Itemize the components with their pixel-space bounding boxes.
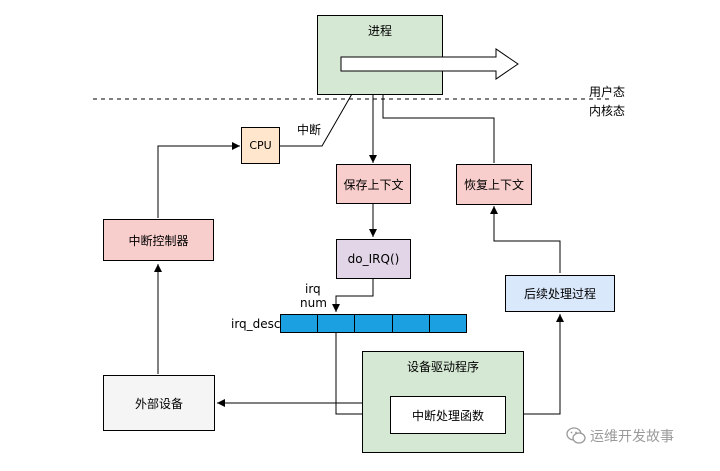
cpu-box: CPU (241, 127, 280, 164)
external-device-label: 外部设备 (134, 396, 183, 411)
interrupt-controller-label: 中断控制器 (128, 233, 189, 248)
arrow-controller-to-cpu (157, 142, 240, 218)
arrow-restore-to-process (379, 76, 495, 163)
device-driver-label: 设备驱动程序 (406, 360, 479, 374)
irq-desc-cell (429, 315, 467, 332)
irq-num-line1: irq (305, 282, 321, 296)
kernel-mode-label: 内核态 (589, 104, 626, 118)
irq-desc-cell (392, 315, 430, 332)
arrow-post-to-restore (490, 206, 561, 273)
wechat-icon (566, 427, 586, 444)
post-processing-label: 后续处理过程 (523, 287, 596, 301)
irq-desc-cell (355, 315, 393, 332)
arrow-doirq-to-irqdesc (332, 279, 374, 312)
process-label: 进程 (367, 24, 392, 38)
user-mode-label: 用户态 (589, 85, 626, 99)
cpu-label: CPU (249, 139, 272, 152)
process-box: 进程 (317, 15, 443, 95)
irq-desc-array (280, 314, 467, 333)
watermark-text: 运维开发故事 (590, 429, 674, 445)
save-context-label: 保存上下文 (343, 177, 404, 192)
external-device-box: 外部设备 (103, 375, 215, 431)
irq-desc-label: irq_desc (231, 317, 281, 331)
irq-desc-cell (318, 315, 356, 332)
handler-label: 中断处理函数 (411, 408, 484, 423)
irq-num-line2: num (300, 296, 327, 310)
save-context-box: 保存上下文 (336, 164, 411, 204)
do-irq-box: do_IRQ() (336, 239, 411, 279)
do-irq-label: do_IRQ() (347, 252, 400, 266)
handler-box: 中断处理函数 (390, 396, 506, 434)
watermark: 运维开发故事 (566, 426, 674, 446)
irq-desc-cell (281, 315, 319, 332)
post-processing-box: 后续处理过程 (505, 275, 615, 312)
interrupt-label: 中断 (297, 123, 322, 137)
interrupt-controller-box: 中断控制器 (103, 219, 214, 261)
restore-context-box: 恢复上下文 (456, 164, 532, 205)
arrow-handler-to-post (507, 314, 564, 415)
restore-context-label: 恢复上下文 (463, 178, 524, 192)
arrow-cpu-to-process (280, 79, 361, 147)
